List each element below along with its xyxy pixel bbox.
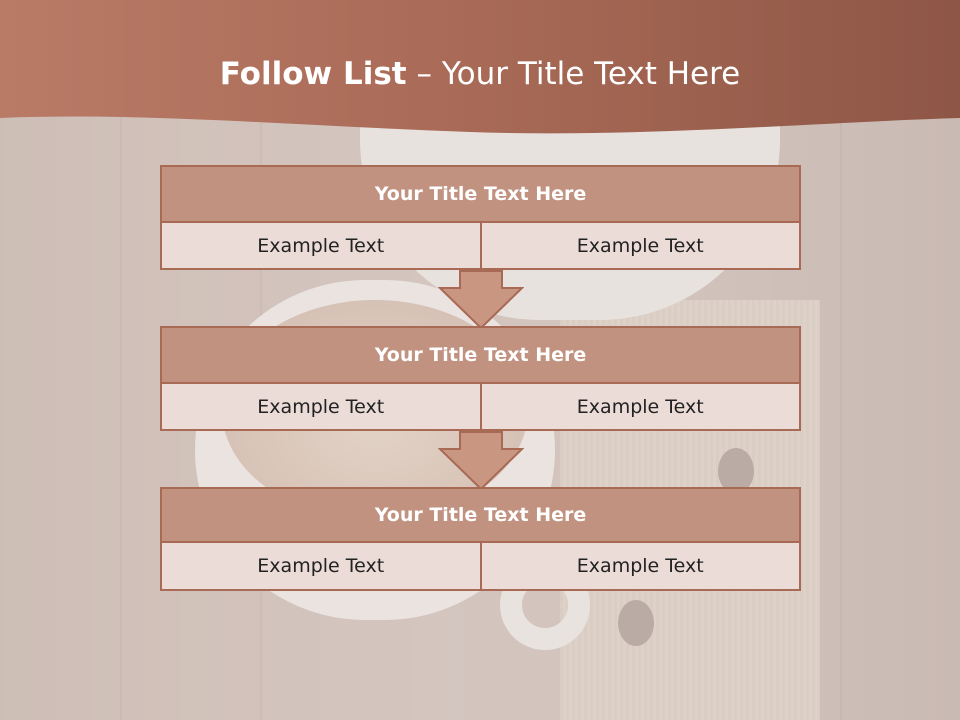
down-arrow-icon [438,431,524,491]
step-cell-right: Example Text [479,221,801,270]
step-cell-left: Example Text [160,541,482,591]
step-cell-left: Example Text [160,382,482,431]
step-row: Example Text Example Text [160,221,801,270]
step-cell-left: Example Text [160,221,482,270]
down-arrow-icon [438,270,524,330]
step-cell-right: Example Text [479,382,801,431]
step-row: Example Text Example Text [160,541,801,591]
page-title: Follow List – Your Title Text Here [0,56,960,92]
page-title-bold: Follow List [219,56,407,92]
header-band [0,0,960,134]
step-block-3: Your Title Text Here Example Text Exampl… [160,487,801,591]
page-title-rest: – Your Title Text Here [406,56,741,92]
step-cell-right: Example Text [479,541,801,591]
step-block-1: Your Title Text Here Example Text Exampl… [160,165,801,270]
step-row: Example Text Example Text [160,382,801,431]
step-title: Your Title Text Here [160,165,801,223]
step-block-2: Your Title Text Here Example Text Exampl… [160,326,801,431]
step-title: Your Title Text Here [160,326,801,384]
step-title: Your Title Text Here [160,487,801,543]
